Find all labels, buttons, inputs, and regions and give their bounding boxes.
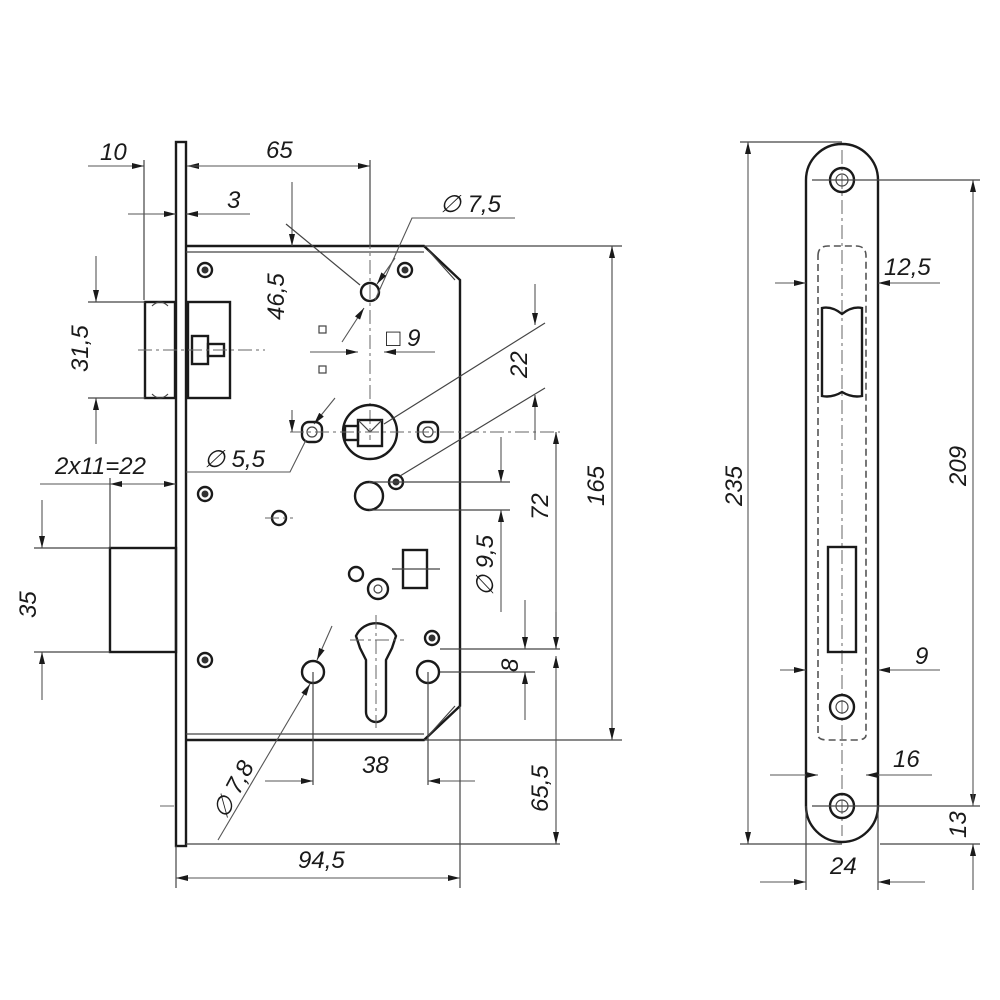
dim-hole-diameter-top: ∅ 7,5 — [440, 191, 502, 218]
dim-bolt-window-width: 9 — [915, 643, 928, 670]
dim-cylinder-to-bottom: 65,5 — [527, 765, 554, 812]
small-square-icon — [318, 325, 327, 334]
dim-aux-hole-diameter: ∅ 9,5 — [472, 534, 499, 596]
small-square-icon — [318, 365, 327, 374]
dim-screw-spacing: 38 — [362, 752, 389, 779]
latch-window-icon — [820, 306, 864, 398]
dim-top-to-spindle: 46,5 — [263, 273, 290, 320]
body-chamfer-lines — [427, 249, 456, 737]
dim-body-width: 16 — [893, 746, 920, 773]
side-view: 10 65 3 ∅ 7,5 46,5 □ 9 31,5 22 — [15, 137, 622, 888]
dim-latch-height: 31,5 — [67, 325, 94, 372]
dim-faceplate-offset: 10 — [100, 139, 127, 166]
dim-bolt-height: 35 — [15, 591, 42, 618]
lock-body-outline — [186, 244, 462, 742]
dim-latch-projection: 2x11=22 — [54, 453, 146, 480]
dim-body-height: 165 — [583, 465, 610, 506]
body-screw-icon — [196, 261, 441, 669]
dim-faceplate-thickness: 3 — [227, 187, 241, 214]
dim-backset: 65 — [266, 137, 293, 164]
dim-spindle-to-cylinder: 72 — [527, 493, 554, 520]
faceplate-strip — [174, 140, 188, 848]
dim-cylinder-hole-diameter: ∅ 7,8 — [207, 756, 260, 823]
dim-spindle-square: □ 9 — [386, 325, 421, 352]
dim-faceplate-width: 24 — [829, 853, 857, 880]
dim-screw-spacing-front: 209 — [945, 446, 972, 487]
euro-cylinder-cutout-icon — [354, 622, 398, 724]
dim-screw-edge-offset: 13 — [945, 811, 972, 838]
dim-cylinder-offset: 8 — [497, 658, 524, 672]
dim-total-height: 235 — [721, 465, 748, 507]
dim-body-depth: 94,5 — [298, 847, 345, 874]
dim-spindle-to-aux: 22 — [506, 351, 533, 379]
small-hole-icon — [347, 565, 365, 583]
small-ring-icon — [366, 577, 390, 601]
bolt-window-icon — [826, 545, 858, 654]
dead-bolt — [108, 546, 178, 654]
hidden-body-outline — [817, 245, 867, 741]
dim-screw-hole-diameter: ∅ 5,5 — [204, 446, 266, 473]
front-view: 12,5 235 209 9 16 13 24 — [721, 141, 980, 890]
dim-latch-window-width: 12,5 — [884, 254, 931, 281]
aux-hole-icon — [353, 480, 385, 512]
latch-bolt — [138, 300, 265, 400]
